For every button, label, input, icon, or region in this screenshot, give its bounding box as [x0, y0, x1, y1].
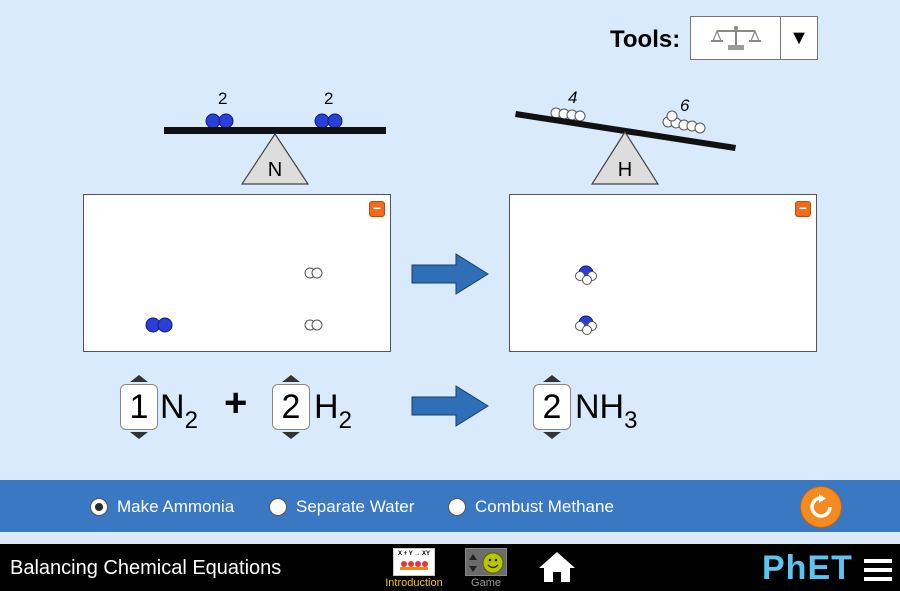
- screen-button-introduction[interactable]: X + Y → XY Introduction: [383, 546, 445, 590]
- sim-title: Balancing Chemical Equations: [10, 557, 282, 579]
- h2-coefficient-value: 2: [272, 384, 310, 430]
- reset-all-button[interactable]: [800, 486, 842, 528]
- introduction-icon-caption: X + Y → XY: [398, 551, 430, 557]
- radio-unselected-icon[interactable]: [269, 498, 287, 516]
- introduction-screen-icon: X + Y → XY: [393, 548, 435, 576]
- nitrogen-atoms-left: [205, 113, 234, 129]
- radio-selected-icon[interactable]: [90, 498, 108, 516]
- nh3-coefficient-decrement-icon[interactable]: [543, 432, 561, 439]
- nh3-coefficient-increment-icon[interactable]: [543, 375, 561, 382]
- hydrogen-beam: [515, 111, 736, 151]
- hydrogen-balance: 4 6 H: [515, 88, 736, 185]
- hydrogen-right-count: 6: [680, 96, 690, 115]
- balance-scale-icon: [691, 17, 781, 59]
- n2-molecule[interactable]: [145, 317, 173, 333]
- n2-formula: N2: [160, 388, 198, 434]
- hydrogen-atoms-right: [662, 110, 706, 134]
- nitrogen-fulcrum: [240, 132, 310, 185]
- tools-label: Tools:: [610, 26, 681, 53]
- reactants-box-collapse-button[interactable]: −: [369, 201, 385, 217]
- n2-coefficient-value: 1: [120, 384, 158, 430]
- nh3-molecule[interactable]: [575, 315, 597, 335]
- nitrogen-beam: [164, 127, 386, 134]
- radio-combust-methane[interactable]: Combust Methane: [448, 497, 614, 517]
- navigation-bar: [0, 544, 900, 591]
- radio-label: Separate Water: [296, 497, 415, 516]
- nh3-coefficient-value: 2: [533, 384, 571, 430]
- n2-coefficient-spinner[interactable]: 1: [120, 375, 158, 439]
- screen-button-game[interactable]: Game: [458, 546, 514, 590]
- reaction-arrow-icon: [411, 253, 489, 295]
- h2-formula: H2: [314, 388, 352, 434]
- phet-logo[interactable]: PhET: [762, 549, 853, 587]
- equation-arrow-icon: [411, 385, 489, 427]
- h2-coefficient-spinner[interactable]: 2: [272, 375, 310, 439]
- hamburger-menu-icon[interactable]: [864, 557, 892, 583]
- plus-sign: +: [224, 381, 248, 425]
- nitrogen-balance: 2 2 N: [164, 89, 386, 185]
- n2-coefficient-increment-icon[interactable]: [130, 375, 148, 382]
- radio-make-ammonia[interactable]: Make Ammonia: [90, 497, 234, 517]
- h2-coefficient-decrement-icon[interactable]: [282, 432, 300, 439]
- nitrogen-right-count: 2: [324, 89, 333, 108]
- reactants-molecules: [145, 267, 323, 333]
- h2-molecule[interactable]: [304, 267, 323, 279]
- nitrogen-fulcrum-label: N: [268, 159, 282, 181]
- radio-label: Make Ammonia: [117, 497, 235, 516]
- products-box: −: [509, 194, 817, 352]
- hydrogen-left-count: 4: [568, 88, 577, 107]
- nitrogen-left-count: 2: [218, 89, 227, 108]
- products-molecules: [575, 265, 597, 335]
- n2-coefficient-decrement-icon[interactable]: [130, 432, 148, 439]
- reactants-box: −: [83, 194, 391, 352]
- nh3-formula: NH3: [575, 388, 638, 434]
- nh3-molecule[interactable]: [575, 265, 597, 285]
- radio-label: Combust Methane: [475, 497, 614, 516]
- products-box-collapse-button[interactable]: −: [795, 201, 811, 217]
- nh3-coefficient-spinner[interactable]: 2: [533, 375, 571, 439]
- radio-separate-water[interactable]: Separate Water: [269, 497, 414, 517]
- game-screen-icon: [465, 548, 507, 576]
- h2-coefficient-increment-icon[interactable]: [282, 375, 300, 382]
- hydrogen-fulcrum: [590, 130, 660, 185]
- tools-combo-box[interactable]: ▼: [690, 16, 818, 60]
- triangle-down-icon[interactable]: ▼: [789, 26, 809, 49]
- reset-icon: [810, 494, 832, 518]
- h2-molecule[interactable]: [304, 319, 323, 331]
- game-label: Game: [471, 577, 501, 589]
- home-icon[interactable]: [537, 550, 577, 584]
- hydrogen-atoms-left: [550, 107, 586, 122]
- introduction-label: Introduction: [385, 577, 443, 589]
- hydrogen-fulcrum-label: H: [618, 159, 632, 181]
- nitrogen-atoms-right: [314, 113, 343, 129]
- radio-unselected-icon[interactable]: [448, 498, 466, 516]
